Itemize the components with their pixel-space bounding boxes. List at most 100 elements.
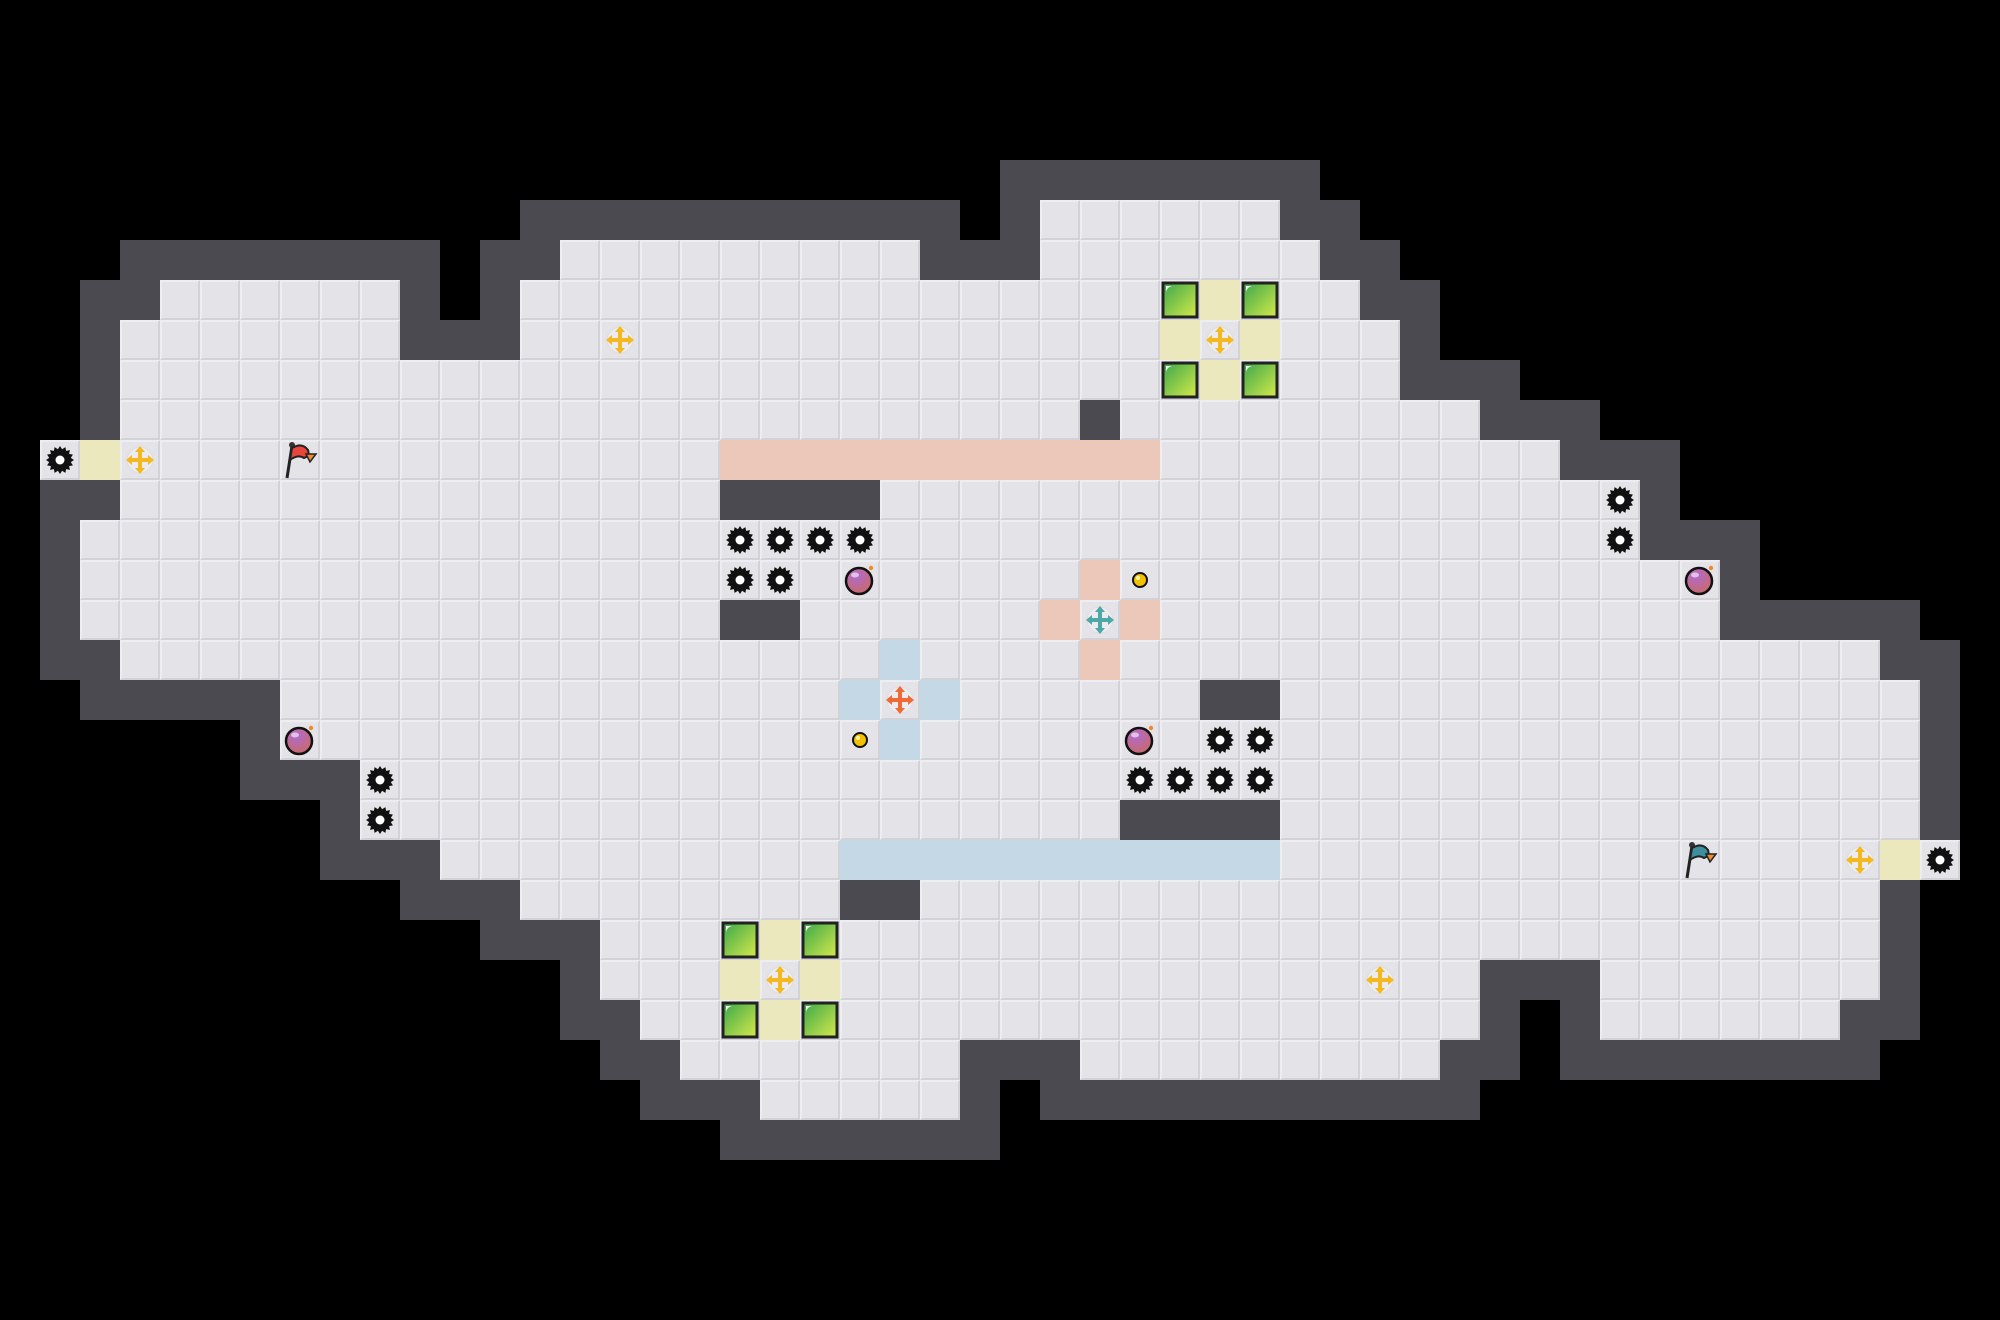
wall-tile <box>40 600 80 640</box>
floor-tile <box>480 440 520 480</box>
floor-tile <box>320 560 360 600</box>
floor-tile <box>520 280 560 320</box>
floor-tile <box>160 560 200 600</box>
floor-tile <box>800 240 840 280</box>
floor-tile <box>280 560 320 600</box>
start-flag-icon <box>280 440 320 480</box>
floor-tile <box>680 280 720 320</box>
floor-tile <box>280 680 320 720</box>
floor-tile <box>880 320 920 360</box>
floor-tile <box>1280 920 1320 960</box>
wall-tile <box>520 200 560 240</box>
wall-tile <box>1400 360 1440 400</box>
floor-tile <box>1240 1000 1280 1040</box>
floor-tile <box>1080 280 1120 320</box>
bomb-icon <box>280 720 320 760</box>
yellow-plus-icon <box>1840 840 1880 880</box>
wall-block <box>720 600 760 640</box>
floor-tile <box>440 800 480 840</box>
yellow-tile <box>760 1000 800 1040</box>
floor-tile <box>1080 480 1120 520</box>
floor-tile <box>120 640 160 680</box>
wall-tile <box>1400 1080 1440 1120</box>
floor-tile <box>600 640 640 680</box>
floor-tile <box>160 400 200 440</box>
floor-tile <box>880 1080 920 1120</box>
wall-tile <box>1040 1040 1080 1080</box>
floor-tile <box>480 800 520 840</box>
floor-tile <box>680 480 720 520</box>
floor-tile <box>1440 480 1480 520</box>
floor-tile <box>760 680 800 720</box>
wall-tile <box>1880 640 1920 680</box>
wall-tile <box>80 360 120 400</box>
floor-tile <box>1680 920 1720 960</box>
wall-tile <box>1880 1000 1920 1040</box>
wall-tile <box>1520 960 1560 1000</box>
floor-tile <box>1000 680 1040 720</box>
floor-tile <box>1320 840 1360 880</box>
floor-tile <box>1680 880 1720 920</box>
floor-tile <box>1040 760 1080 800</box>
wall-tile <box>480 280 520 320</box>
yellow-tile <box>80 440 120 480</box>
wall-tile <box>360 840 400 880</box>
yellow-plus-icon <box>120 440 160 480</box>
wall-tile <box>1880 920 1920 960</box>
floor-tile <box>1520 520 1560 560</box>
floor-tile <box>1000 1000 1040 1040</box>
floor-tile <box>1640 840 1680 880</box>
floor-tile <box>160 480 200 520</box>
wall-tile <box>280 240 320 280</box>
floor-tile <box>400 600 440 640</box>
floor-tile <box>760 800 800 840</box>
floor-tile <box>480 600 520 640</box>
gear-icon <box>1200 720 1240 760</box>
floor-tile <box>760 240 800 280</box>
wall-tile <box>1400 280 1440 320</box>
floor-tile <box>880 240 920 280</box>
floor-tile <box>1160 920 1200 960</box>
floor-tile <box>680 1040 720 1080</box>
wall-tile <box>1000 200 1040 240</box>
floor-tile <box>1560 600 1600 640</box>
wall-tile <box>1680 520 1720 560</box>
floor-tile <box>840 640 880 680</box>
floor-tile <box>360 520 400 560</box>
floor-tile <box>1520 480 1560 520</box>
floor-tile <box>680 960 720 1000</box>
floor-tile <box>1280 560 1320 600</box>
floor-tile <box>200 440 240 480</box>
gear-icon <box>360 760 400 800</box>
floor-tile <box>880 1040 920 1080</box>
floor-tile <box>1480 480 1520 520</box>
floor-tile <box>720 760 760 800</box>
wall-tile <box>1000 160 1040 200</box>
floor-tile <box>200 600 240 640</box>
salmon-zone-tile <box>960 440 1000 480</box>
floor-tile <box>960 880 1000 920</box>
floor-tile <box>1720 840 1760 880</box>
floor-tile <box>800 720 840 760</box>
floor-tile <box>840 1000 880 1040</box>
floor-tile <box>320 720 360 760</box>
floor-tile <box>1080 200 1120 240</box>
floor-tile <box>1480 560 1520 600</box>
floor-tile <box>1320 560 1360 600</box>
floor-tile <box>1280 440 1320 480</box>
floor-tile <box>1360 440 1400 480</box>
floor-tile <box>920 360 960 400</box>
floor-tile <box>1360 400 1400 440</box>
floor-tile <box>1760 760 1800 800</box>
floor-tile <box>1840 640 1880 680</box>
floor-tile <box>640 280 680 320</box>
floor-tile <box>1080 680 1120 720</box>
floor-tile <box>1040 280 1080 320</box>
floor-tile <box>960 560 1000 600</box>
wall-tile <box>40 520 80 560</box>
floor-tile <box>240 480 280 520</box>
blue-zone-tile <box>840 840 880 880</box>
floor-tile <box>880 360 920 400</box>
wall-tile <box>1720 560 1760 600</box>
floor-tile <box>240 640 280 680</box>
